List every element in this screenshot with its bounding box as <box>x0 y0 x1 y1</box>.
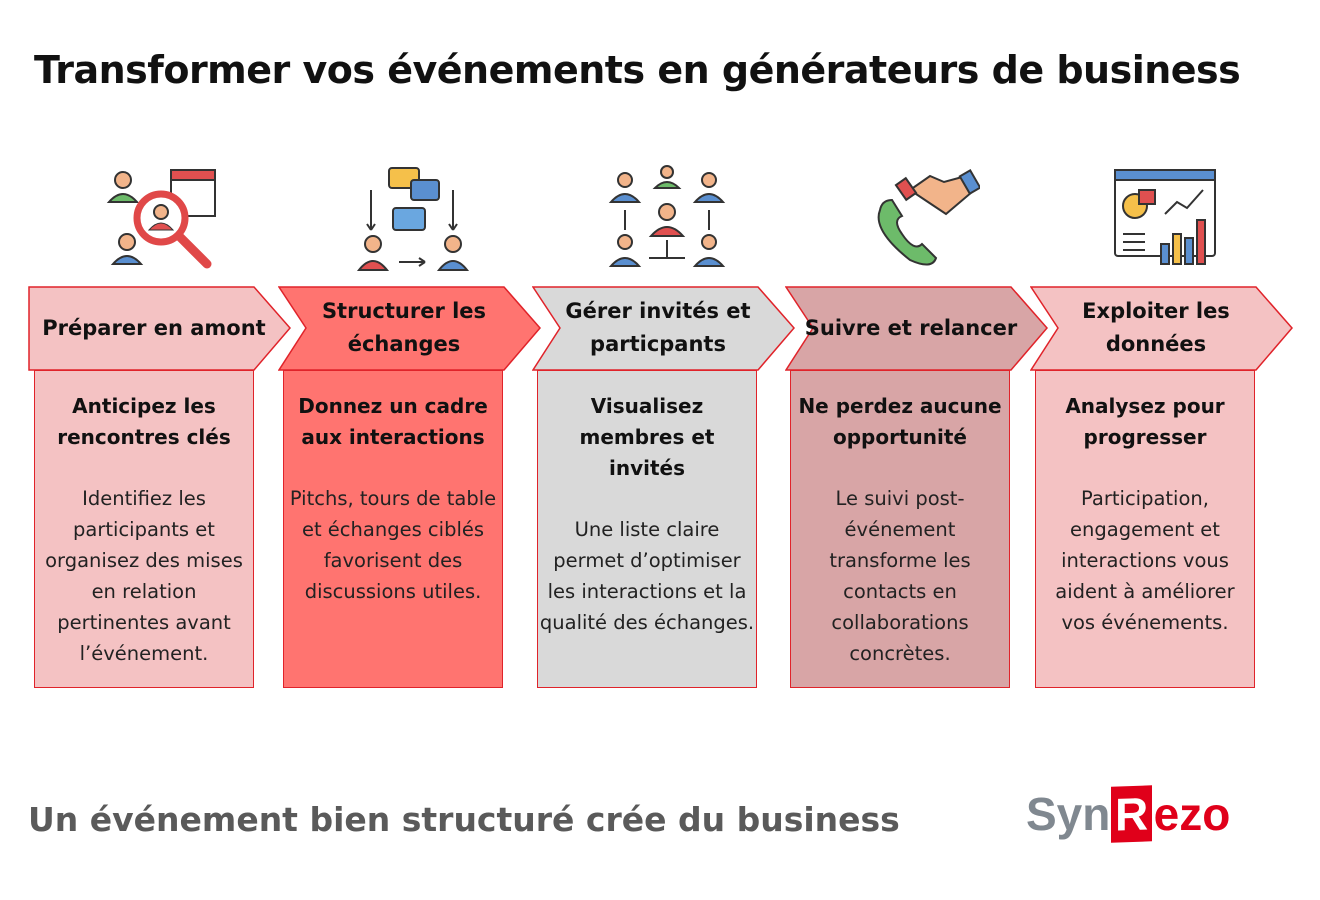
step-header: Structurer les échanges <box>321 299 487 356</box>
step-subtitle: Visualisez membres et invités <box>579 394 715 480</box>
chat-exchange-icon <box>356 167 470 271</box>
analytics-dashboard-icon <box>1114 169 1216 265</box>
step-description: Pitchs, tours de table et échanges ciblé… <box>289 487 497 603</box>
search-people-calendar-icon <box>106 169 216 269</box>
step-subtitle: Anticipez les rencontres clés <box>57 394 231 449</box>
step-column: Structurer les échanges Donnez un cadre … <box>278 160 548 700</box>
page-title: Transformer vos événements en générateur… <box>34 48 1241 92</box>
footer-tagline: Un événement bien structuré crée du busi… <box>28 800 900 839</box>
arrow-shape <box>785 286 1048 371</box>
step-body: Analysez pour progresser Participation, … <box>1035 370 1255 688</box>
step-subtitle: Ne perdez aucune opportunité <box>798 394 1002 449</box>
step-header-arrow: Structurer les échanges <box>278 286 544 372</box>
step-column: Exploiter les données Analysez pour prog… <box>1030 160 1300 700</box>
step-header: Gérer invités et particpants <box>565 299 751 356</box>
arrow-shape <box>278 286 541 371</box>
step-header-arrow: Suivre et relancer <box>785 286 1051 372</box>
step-description: Une liste claire permet d’optimiser les … <box>539 518 755 634</box>
step-column: Suivre et relancer Ne perdez aucune oppo… <box>785 160 1055 700</box>
logo-part-r: R <box>1111 785 1153 843</box>
step-header: Exploiter les données <box>1082 299 1230 356</box>
step-column: Gérer invités et particpants Visualisez … <box>532 160 802 700</box>
step-header: Suivre et relancer <box>804 315 1018 340</box>
step-header: Préparer en amont <box>42 315 266 340</box>
step-header-arrow: Exploiter les données <box>1030 286 1296 372</box>
logo-part-ezo: ezo <box>1153 788 1231 840</box>
step-body: Anticipez les rencontres clés Identifiez… <box>34 370 254 688</box>
step-description: Le suivi post-événement transforme les c… <box>829 487 971 665</box>
arrow-shape <box>1030 286 1293 371</box>
network-people-icon <box>608 165 726 267</box>
step-header-arrow: Préparer en amont <box>28 286 294 372</box>
step-subtitle: Donnez un cadre aux interactions <box>298 394 488 449</box>
step-header-arrow: Gérer invités et particpants <box>532 286 798 372</box>
arrow-shape <box>28 286 291 371</box>
step-description: Participation, engagement et interaction… <box>1055 487 1235 634</box>
step-body: Donnez un cadre aux interactions Pitchs,… <box>283 370 503 688</box>
logo-part-syn: Syn <box>1026 788 1111 840</box>
step-subtitle: Analysez pour progresser <box>1065 394 1225 449</box>
arrow-shape <box>532 286 795 371</box>
step-body: Visualisez membres et invités Une liste … <box>537 370 757 688</box>
step-body: Ne perdez aucune opportunité Le suivi po… <box>790 370 1010 688</box>
phone-handshake-icon <box>877 168 980 266</box>
step-column: Préparer en amont Anticipez les rencontr… <box>28 160 298 700</box>
step-description: Identifiez les participants et organisez… <box>45 487 243 665</box>
